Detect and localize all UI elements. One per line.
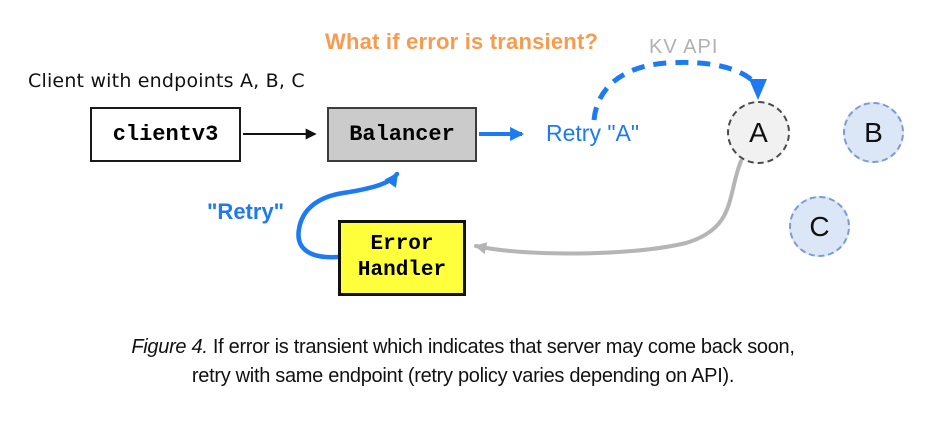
error-handler-line2: Handler [357, 259, 447, 282]
endpoint-node-b: B [843, 102, 904, 163]
figure-caption: Figure 4. If error is transient which in… [0, 333, 926, 391]
balancer-node: Balancer [327, 107, 477, 162]
caption-line2: retry with same endpoint (retry policy v… [191, 365, 735, 387]
caption-line1: If error is transient which indicates th… [207, 336, 795, 358]
client-endpoints-label: Client with endpoints A, B, C [28, 70, 305, 92]
retry-quoted-label: "Retry" [207, 199, 285, 224]
transient-question-title: What if error is transient? [325, 29, 599, 54]
endpoint-a-to-error-handler-curve [474, 159, 743, 256]
endpoint-node-c: C [789, 196, 850, 257]
error-handler-line1: Error [370, 233, 434, 256]
error-handler-node: Error Handler [338, 220, 466, 296]
kv-api-arrowhead [749, 79, 767, 100]
kv-api-label: KV API [649, 36, 719, 58]
clientv3-node: clientv3 [90, 107, 241, 162]
retry-a-label: Retry "A" [546, 120, 640, 146]
figure-number-label: Figure 4. [131, 336, 208, 358]
endpoint-node-a: A [727, 101, 790, 164]
kv-api-dashed-arc [591, 59, 757, 121]
